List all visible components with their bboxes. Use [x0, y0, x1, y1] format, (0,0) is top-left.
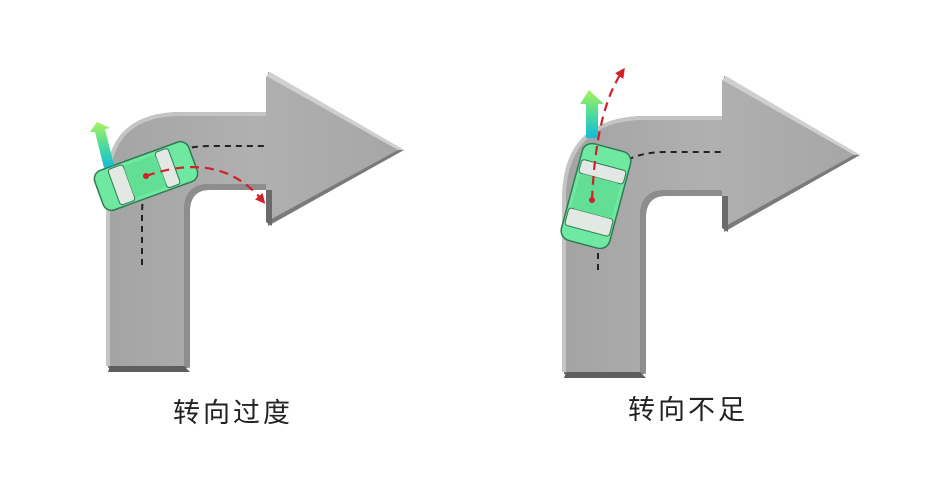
understeer-group [560, 67, 860, 378]
car-center-dot-right [589, 197, 595, 203]
slide-path-left [145, 166, 266, 204]
center-line-left [141, 145, 266, 265]
road-arrow-right [562, 76, 860, 378]
car-center-dot-left [143, 173, 149, 179]
dir-arrow-right [580, 90, 604, 138]
car-right [560, 142, 632, 250]
dir-arrow-left [90, 122, 114, 168]
oversteer-group [90, 72, 404, 372]
caption-oversteer: 转向过度 [173, 398, 293, 429]
slide-path-right [590, 67, 625, 201]
caption-understeer: 转向不足 [628, 395, 748, 426]
road-arrow-left [106, 72, 404, 372]
